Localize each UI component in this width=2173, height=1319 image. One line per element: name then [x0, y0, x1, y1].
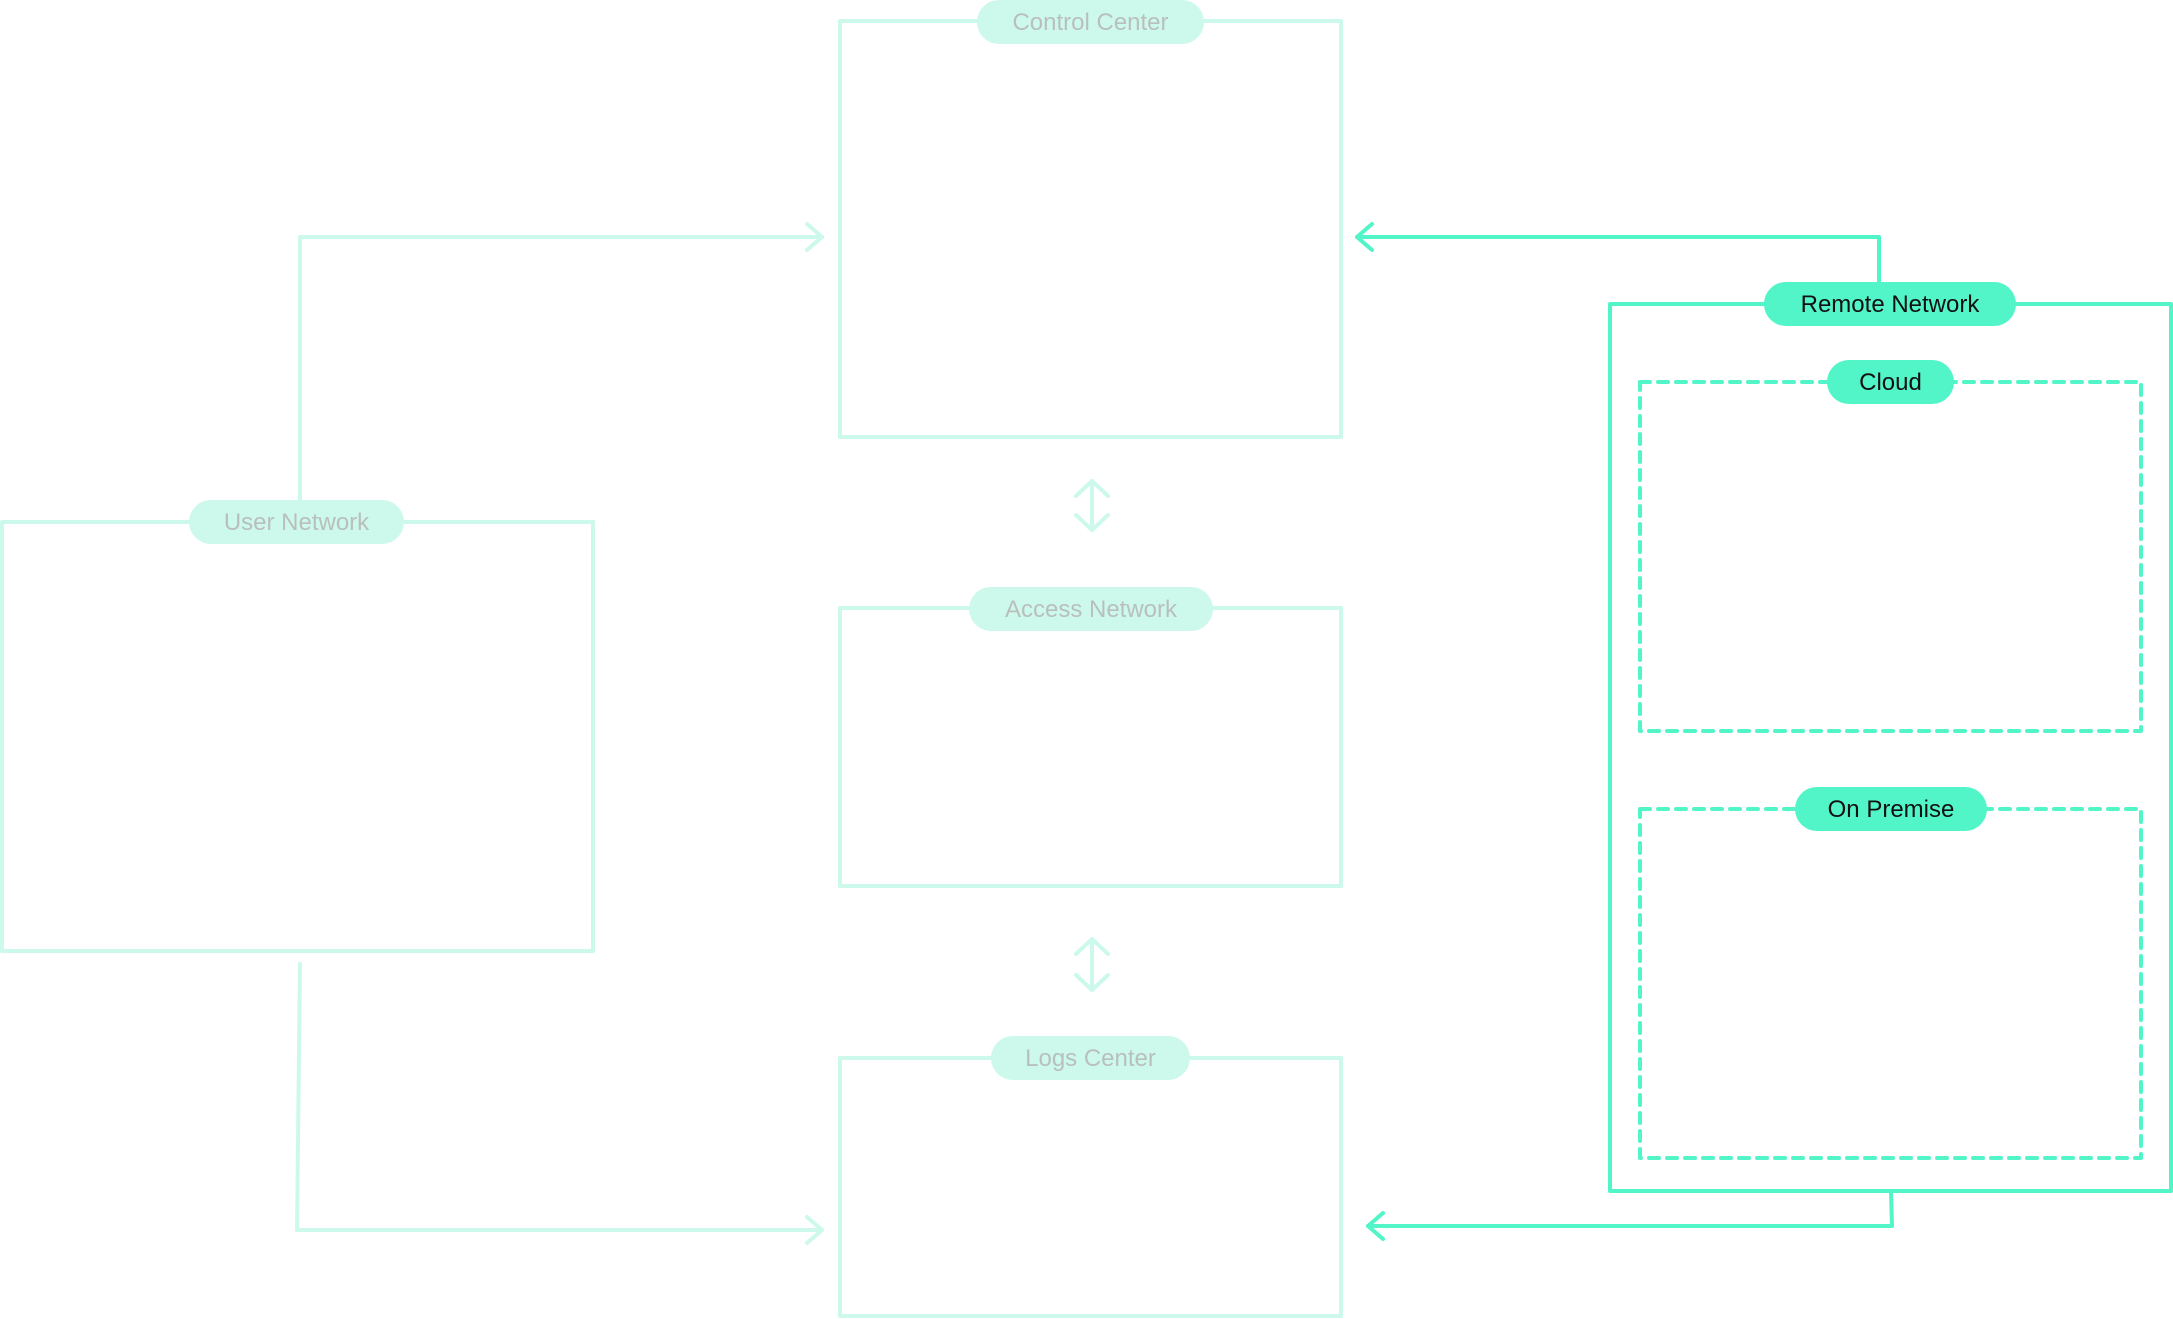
- control-center-pill[interactable]: Control Center: [977, 0, 1204, 44]
- remote-network-pill[interactable]: Remote Network: [1764, 282, 2016, 326]
- active-pills: Remote Network Cloud On Premise: [1764, 282, 2016, 831]
- cloud-box[interactable]: [1638, 380, 2143, 733]
- remote-to-logs-connector: [1366, 1190, 1894, 1228]
- access-network-pill[interactable]: Access Network: [969, 587, 1213, 631]
- inactive-region: [0, 19, 1343, 1318]
- logs-center-box[interactable]: [838, 1056, 1343, 1318]
- logs-center-label: Logs Center: [1025, 1045, 1156, 1072]
- access-network-label: Access Network: [1005, 596, 1178, 623]
- remote-to-control-arrowhead: [1355, 222, 1374, 252]
- control-center-box[interactable]: [838, 19, 1343, 439]
- user-to-logs-arrowhead: [805, 1215, 824, 1245]
- active-region: [1355, 222, 2173, 1241]
- access-logs-double-arrow: [1074, 937, 1110, 992]
- user-to-control-arrowhead: [805, 222, 824, 252]
- inactive-pills: Control Center User Network Access Netwo…: [189, 0, 1213, 1080]
- access-network-box[interactable]: [838, 606, 1343, 888]
- user-network-box[interactable]: [0, 520, 595, 953]
- cloud-label: Cloud: [1859, 369, 1922, 396]
- on-premise-label: On Premise: [1828, 796, 1955, 823]
- control-center-label: Control Center: [1012, 9, 1168, 36]
- on-premise-box[interactable]: [1638, 807, 2143, 1160]
- remote-to-control-connector: [1355, 235, 1881, 285]
- remote-to-logs-arrowhead: [1366, 1211, 1385, 1241]
- user-to-control-connector: [298, 235, 824, 502]
- control-access-double-arrow: [1074, 479, 1110, 532]
- user-network-label: User Network: [224, 509, 370, 536]
- remote-network-box[interactable]: [1608, 302, 2173, 1193]
- user-to-logs-connector: [295, 962, 824, 1232]
- user-network-pill[interactable]: User Network: [189, 500, 404, 544]
- remote-network-label: Remote Network: [1801, 291, 1981, 318]
- on-premise-pill[interactable]: On Premise: [1795, 787, 1987, 831]
- logs-center-pill[interactable]: Logs Center: [991, 1036, 1190, 1080]
- cloud-pill[interactable]: Cloud: [1827, 360, 1954, 404]
